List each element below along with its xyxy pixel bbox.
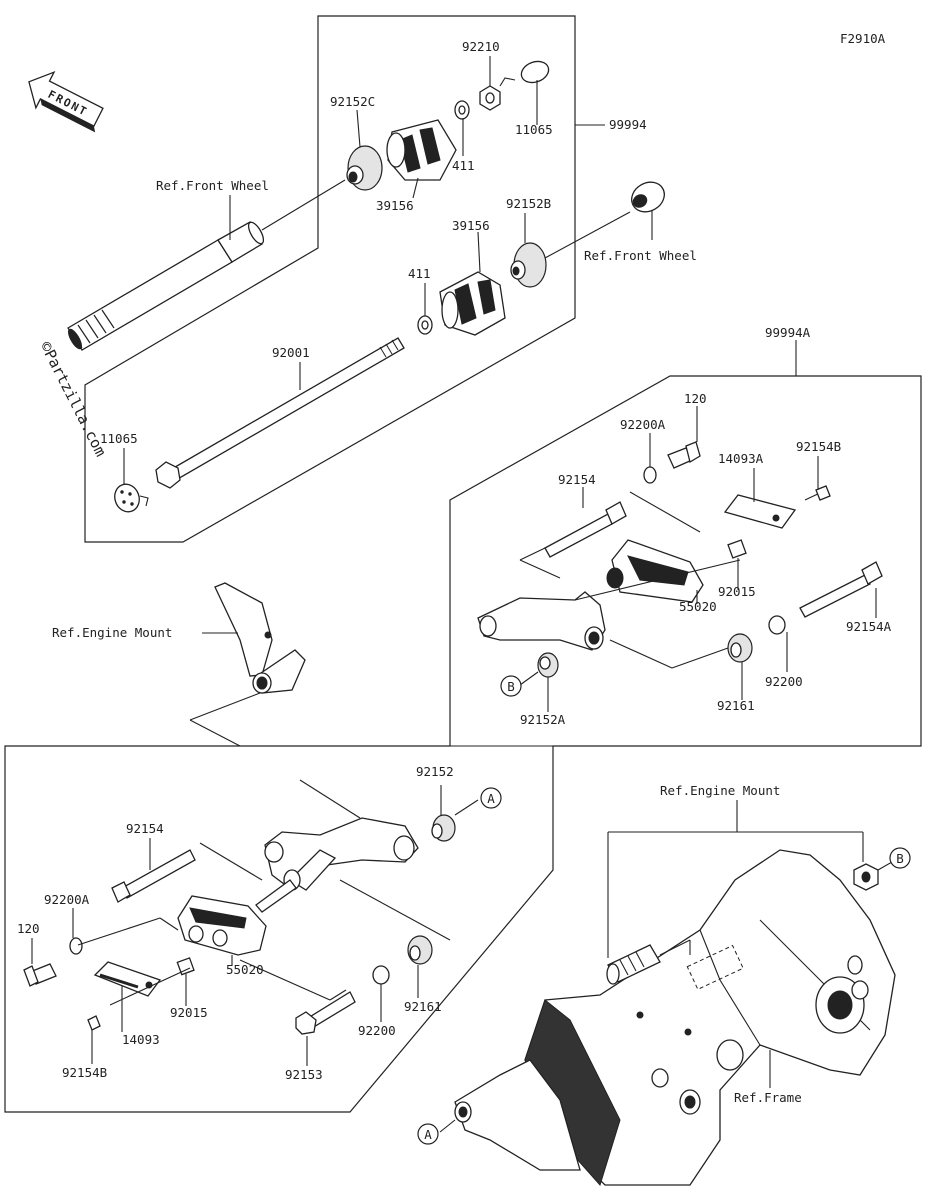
marker-A-lower: A bbox=[417, 1123, 439, 1145]
marker-A-lower-label: A bbox=[424, 1127, 432, 1142]
label-92152A: 92152A bbox=[520, 712, 566, 727]
part-92152C-collar bbox=[346, 145, 383, 191]
label-11065-left: 11065 bbox=[100, 431, 138, 446]
marker-A-upper-label: A bbox=[487, 791, 495, 806]
label-ref-engine-mount-left: Ref.Engine Mount bbox=[52, 625, 172, 640]
label-92210: 92210 bbox=[462, 39, 500, 54]
part-92210-nut bbox=[479, 85, 501, 111]
label-92015-bottom: 92015 bbox=[170, 1005, 208, 1020]
label-92200A-bottom: 92200A bbox=[44, 892, 90, 907]
part-92200A-washer-top bbox=[643, 466, 657, 484]
label-39156-mid: 39156 bbox=[452, 218, 490, 233]
part-92161-bushing-top bbox=[727, 633, 753, 663]
label-411-mid: 411 bbox=[408, 266, 431, 281]
part-11065-cap-top bbox=[499, 60, 550, 87]
label-92152: 92152 bbox=[416, 764, 454, 779]
part-55020-slider-top bbox=[606, 539, 704, 603]
leader-lines-upper bbox=[123, 56, 877, 712]
label-99994: 99994 bbox=[609, 117, 647, 132]
part-92200-washer-top bbox=[768, 615, 786, 635]
part-92161-bushing-bottom bbox=[407, 935, 433, 965]
label-92200A-top: 92200A bbox=[620, 417, 666, 432]
part-92200-washer-bottom bbox=[372, 965, 390, 985]
part-92154A-bolt bbox=[799, 561, 883, 618]
engine-mount-ref bbox=[214, 582, 306, 694]
label-92152B: 92152B bbox=[506, 196, 551, 211]
marker-B-right-label: B bbox=[896, 851, 904, 866]
part-55020-slider-bottom bbox=[177, 895, 267, 956]
bracket-top bbox=[477, 591, 606, 651]
label-92001: 92001 bbox=[272, 345, 310, 360]
marker-B-left: B bbox=[500, 675, 522, 697]
part-92001-bolt bbox=[155, 337, 405, 489]
part-14093-plate bbox=[93, 961, 162, 997]
part-92152B-collar bbox=[510, 211, 631, 288]
label-14093: 14093 bbox=[122, 1032, 160, 1047]
label-ref-engine-mount-right: Ref.Engine Mount bbox=[660, 783, 780, 798]
label-92200-bottom: 92200 bbox=[358, 1023, 396, 1038]
label-411-top: 411 bbox=[452, 158, 475, 173]
bracket-bottom bbox=[255, 817, 419, 913]
part-92152-collar bbox=[431, 814, 456, 842]
label-92154B-top: 92154B bbox=[796, 439, 841, 454]
label-55020-top: 55020 bbox=[679, 599, 717, 614]
watermark: ©Partzilla.com bbox=[36, 339, 109, 460]
leader-lines-lower-right bbox=[439, 800, 893, 1133]
label-11065-top: 11065 bbox=[515, 122, 553, 137]
frame-ref bbox=[454, 849, 896, 1186]
label-92154B-bottom: 92154B bbox=[62, 1065, 107, 1080]
part-engine-mount-nut-right bbox=[853, 863, 879, 891]
part-120-bolt-bottom bbox=[23, 963, 57, 987]
marker-B-left-label: B bbox=[507, 679, 515, 694]
label-92154A: 92154A bbox=[846, 619, 892, 634]
label-ref-front-wheel-right: Ref.Front Wheel bbox=[584, 248, 697, 263]
figure-code: F2910A bbox=[840, 31, 886, 46]
part-92015-collar-bottom bbox=[176, 957, 195, 976]
part-92200A-washer-bottom bbox=[69, 937, 83, 955]
part-120-bolt-top bbox=[667, 441, 701, 469]
label-120-top: 120 bbox=[684, 391, 707, 406]
front-wheel-bearing-ref bbox=[631, 181, 665, 213]
label-92152C: 92152C bbox=[330, 94, 375, 109]
part-92153-bolt bbox=[295, 991, 356, 1035]
part-92154-bolt-top bbox=[544, 501, 627, 558]
label-120-bottom: 120 bbox=[17, 921, 40, 936]
part-92154-bolt-bottom bbox=[111, 849, 196, 903]
part-39156-frame-slider-mid bbox=[439, 271, 506, 336]
leader-lines-lower-left bbox=[31, 779, 479, 1066]
leader-lines-middle bbox=[189, 632, 261, 747]
label-92153: 92153 bbox=[285, 1067, 323, 1082]
marker-A-upper: A bbox=[480, 787, 502, 809]
label-ref-frame: Ref.Frame bbox=[734, 1090, 802, 1105]
label-92161-bottom: 92161 bbox=[404, 999, 442, 1014]
part-92154B-screw-bottom bbox=[87, 1015, 101, 1031]
label-39156-top: 39156 bbox=[376, 198, 414, 213]
label-99994A: 99994A bbox=[765, 325, 811, 340]
front-axle-ref bbox=[67, 179, 346, 351]
part-engine-mount-sleeve bbox=[606, 944, 661, 985]
label-92161-top: 92161 bbox=[717, 698, 755, 713]
label-92154-bottom: 92154 bbox=[126, 821, 164, 836]
label-92015-top: 92015 bbox=[718, 584, 756, 599]
marker-B-right: B bbox=[889, 847, 911, 869]
part-14093A-plate bbox=[723, 485, 831, 529]
front-arrow-icon: FRONT bbox=[28, 70, 104, 133]
part-11065-cap-left bbox=[114, 483, 149, 513]
label-ref-front-wheel-left: Ref.Front Wheel bbox=[156, 178, 269, 193]
label-55020-bottom: 55020 bbox=[226, 962, 264, 977]
part-39156-frame-slider-top bbox=[386, 119, 457, 181]
label-92200-top: 92200 bbox=[765, 674, 803, 689]
group-box-99994 bbox=[84, 15, 576, 543]
label-14093A: 14093A bbox=[718, 451, 764, 466]
part-92152A-collar bbox=[537, 652, 559, 678]
part-92015-collar-top bbox=[727, 539, 747, 559]
label-92154-top: 92154 bbox=[558, 472, 596, 487]
